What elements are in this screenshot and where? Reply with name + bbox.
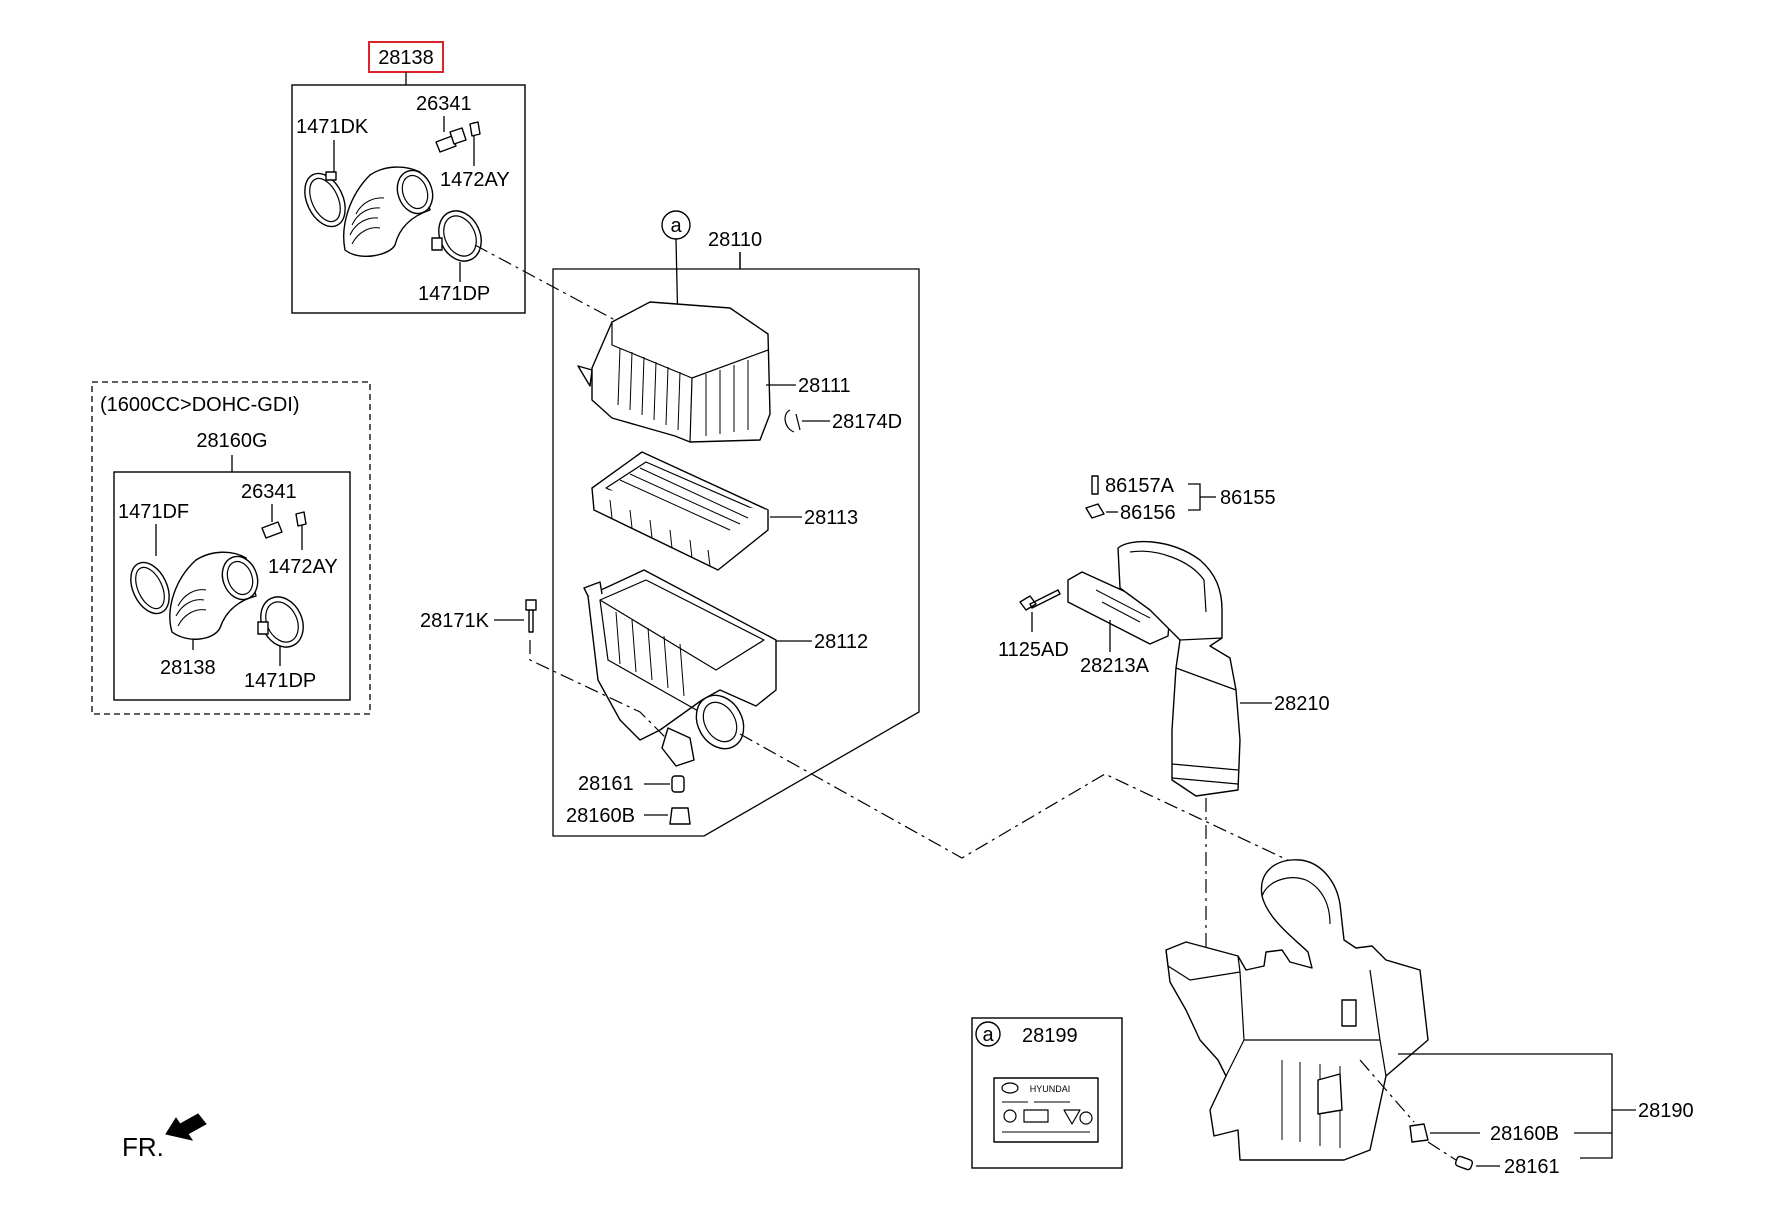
label-1125AD[interactable]: 1125AD	[998, 639, 1069, 661]
label-28199[interactable]: 28199	[1022, 1025, 1078, 1047]
variant-part-number[interactable]: 28160G	[196, 430, 267, 452]
resonator-bushing-drawing	[1409, 1123, 1429, 1143]
intake-duct-group: 86157A 86156 86155 1125AD 28213A 28210	[998, 475, 1330, 797]
resonator-drawing	[1165, 859, 1429, 1161]
dashed-connection-outlet	[739, 733, 1331, 881]
variant-dashed-box	[91, 381, 371, 715]
resonator-insulator-drawing	[1454, 1155, 1474, 1171]
label-28190[interactable]: 28190	[1638, 1100, 1694, 1122]
front-label: FR.	[122, 1132, 164, 1162]
label-1471DP-variant[interactable]: 1471DP	[244, 670, 316, 692]
dashed-connection-hose	[474, 244, 616, 321]
assembly-part-number[interactable]: 28138	[378, 47, 434, 69]
assembly-28138-group: 28138 1471DK 26341 1472AY 1471DP	[291, 41, 526, 314]
label-1471DF[interactable]: 1471DF	[118, 501, 189, 523]
sensor-26341-drawing	[435, 135, 457, 153]
screw-86157A-drawing	[1091, 475, 1099, 495]
variant-condition-note: (1600CC>DOHC-GDI)	[100, 394, 299, 416]
air-cleaner-cover-drawing	[591, 301, 771, 443]
label-box-marker-a[interactable]	[975, 1021, 1001, 1047]
hose-clamp-left-drawing	[304, 172, 346, 228]
clip-28174D-drawing	[784, 409, 801, 433]
variant-clamp-left-drawing	[130, 561, 170, 615]
label-28174D[interactable]: 28174D	[832, 411, 902, 433]
bolt-1125AD-drawing	[1019, 589, 1061, 611]
label-26341[interactable]: 26341	[416, 93, 472, 115]
label-28160B-cleaner[interactable]: 28160B	[566, 805, 635, 827]
label-1471DK[interactable]: 1471DK	[296, 116, 369, 138]
label-box-group: a 28199 HYUNDAI	[971, 1017, 1123, 1169]
air-cleaner-outlet-drawing	[695, 694, 745, 750]
label-1471DP[interactable]: 1471DP	[418, 283, 490, 305]
label-box-frame	[971, 1017, 1123, 1169]
label-28110[interactable]: 28110	[708, 229, 762, 251]
assembly-box	[291, 84, 526, 314]
label-1472AY-variant[interactable]: 1472AY	[268, 556, 338, 578]
label-86156[interactable]: 86156	[1120, 502, 1176, 524]
bolt-28171K-drawing	[525, 599, 537, 633]
resonator-group: 28190 28160B 28161	[1165, 859, 1694, 1178]
label-28213A[interactable]: 28213A	[1080, 655, 1150, 677]
nut-86156-drawing	[1085, 503, 1105, 519]
label-28112[interactable]: 28112	[814, 631, 868, 653]
label-28111[interactable]: 28111	[798, 375, 851, 397]
front-arrow-icon	[165, 1113, 207, 1141]
label-28138-variant[interactable]: 28138	[160, 657, 216, 679]
bracket-28213A-drawing	[1067, 571, 1171, 645]
air-cleaner-body-drawing	[587, 569, 777, 741]
variant-inner-box	[113, 471, 351, 701]
label-28161-resonator[interactable]: 28161	[1504, 1156, 1560, 1178]
dashed-connection-bolt	[529, 640, 667, 739]
variant-28160G-group: (1600CC>DOHC-GDI) 28160G 1471DF 26341 14…	[91, 381, 371, 715]
label-28113[interactable]: 28113	[804, 507, 858, 529]
label-86157A[interactable]: 86157A	[1105, 475, 1175, 497]
label-brand-text: HYUNDAI	[1030, 1084, 1071, 1094]
label-28210[interactable]: 28210	[1274, 693, 1330, 715]
insulator-28161-drawing	[671, 775, 685, 793]
label-box-marker-letter: a	[982, 1024, 994, 1046]
label-26341-variant[interactable]: 26341	[241, 481, 297, 503]
label-28171K[interactable]: 28171K	[420, 610, 490, 632]
callout-marker-a-letter: a	[670, 215, 682, 237]
label-1472AY[interactable]: 1472AY	[440, 169, 510, 191]
label-28161-cleaner[interactable]: 28161	[578, 773, 634, 795]
label-28160B-resonator[interactable]: 28160B	[1490, 1123, 1559, 1145]
air-cleaner-group: a 28110 28111 28174D 28113	[420, 210, 920, 837]
label-86155[interactable]: 86155	[1220, 487, 1276, 509]
hose-clamp-right-drawing	[438, 210, 482, 262]
bushing-28160B-drawing	[669, 807, 691, 825]
front-orientation-indicator: FR.	[122, 1113, 207, 1162]
